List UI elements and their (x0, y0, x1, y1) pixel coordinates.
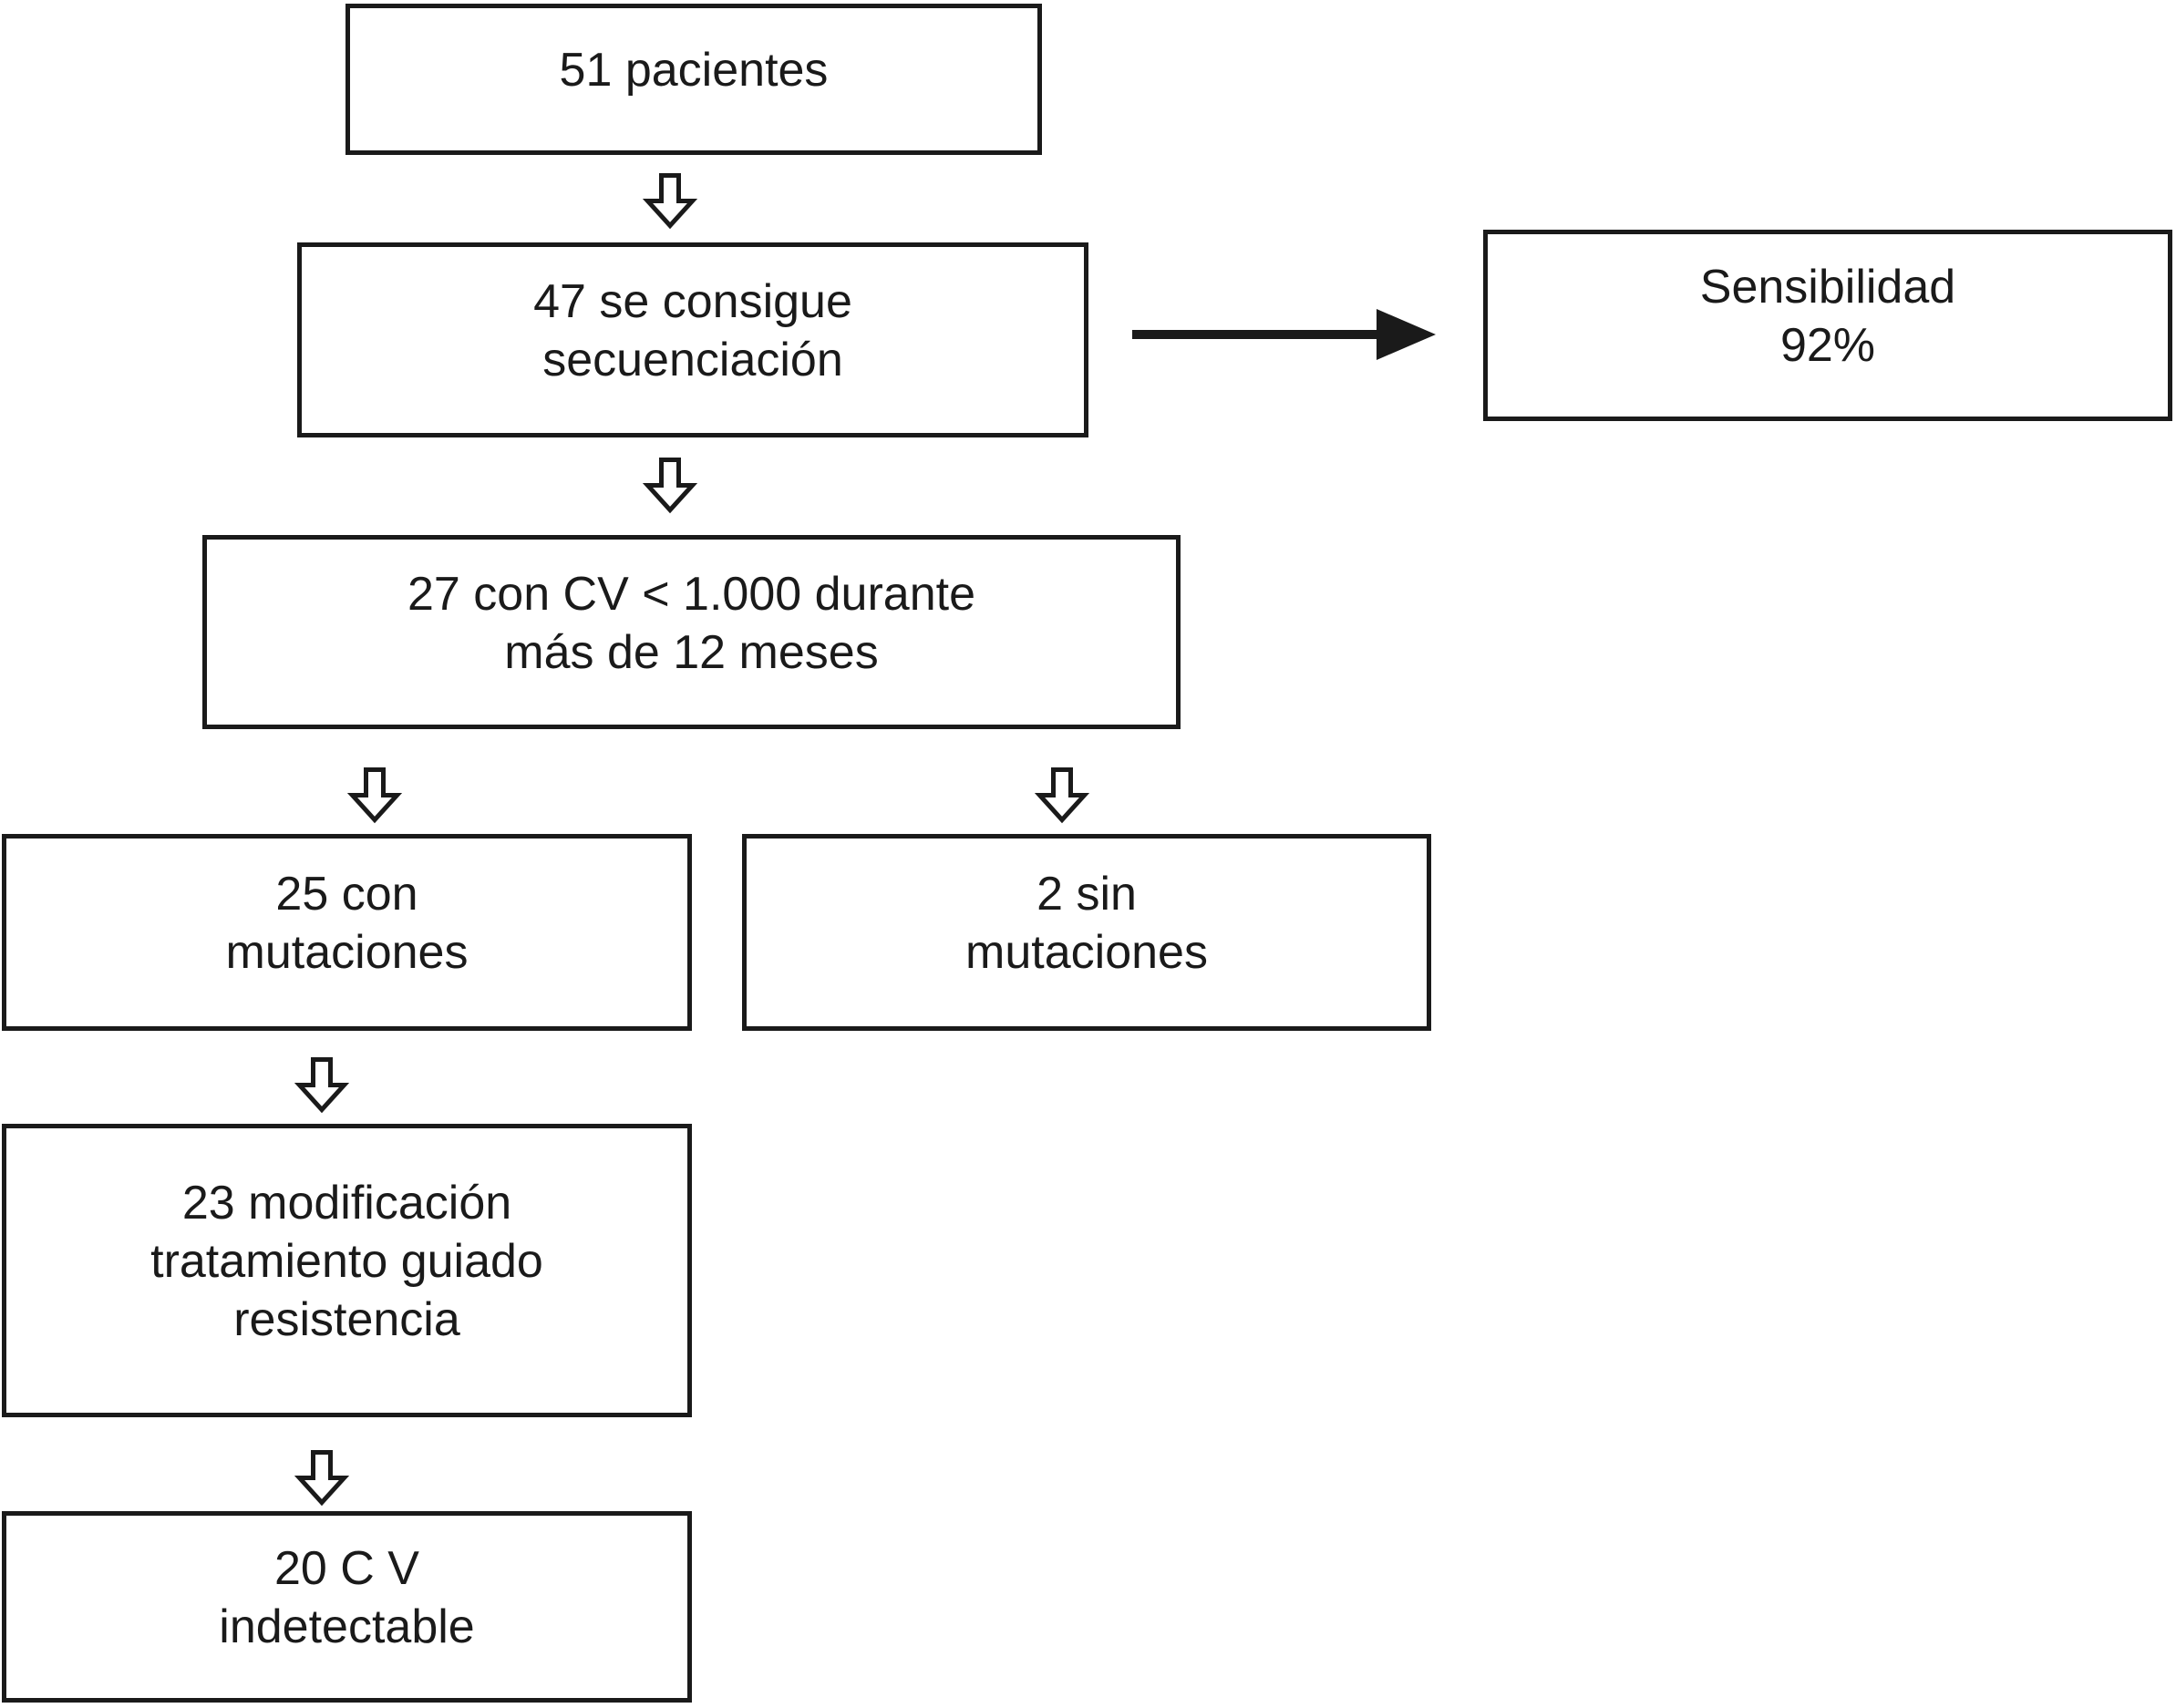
node-with-mutations: 25 con mutaciones (2, 834, 692, 1031)
node-cv-under-1000-line2: más de 12 meses (504, 625, 879, 679)
node-sequenced: 47 se consigue secuenciación (297, 242, 1088, 437)
node-no-mutations-line1: 2 sin (1036, 868, 1137, 921)
node-sensitivity: Sensibilidad 92% (1483, 230, 2172, 421)
down-arrow-icon (643, 458, 697, 514)
node-cv-undetectable-line1: 20 C V (274, 1542, 419, 1595)
down-arrow-icon (347, 767, 402, 824)
node-cv-under-1000-line1: 27 con CV < 1.000 durante (407, 567, 975, 621)
node-no-mutations-line2: mutaciones (965, 926, 1208, 979)
right-arrow-icon (1132, 309, 1436, 360)
node-patients-label: 51 pacientes (559, 44, 829, 97)
node-sequenced-line1: 47 se consigue (533, 275, 852, 328)
down-arrow-icon (643, 173, 697, 230)
node-sequenced-line2: secuenciación (542, 334, 843, 386)
down-arrow-icon (1035, 767, 1089, 824)
node-no-mutations: 2 sin mutaciones (742, 834, 1431, 1031)
node-treatment-modification-line2: tratamiento guiado (150, 1235, 543, 1288)
node-sensitivity-line1: Sensibilidad (1699, 261, 1956, 314)
down-arrow-icon (294, 1057, 349, 1114)
node-sensitivity-line2: 92% (1779, 319, 1876, 372)
node-cv-undetectable: 20 C V indetectable (2, 1511, 692, 1703)
node-with-mutations-line1: 25 con (275, 868, 418, 921)
node-cv-under-1000: 27 con CV < 1.000 durante más de 12 mese… (202, 535, 1181, 729)
node-treatment-modification: 23 modificación tratamiento guiado resis… (2, 1124, 692, 1417)
node-with-mutations-line2: mutaciones (225, 926, 469, 979)
down-arrow-icon (294, 1450, 349, 1507)
node-patients: 51 pacientes (345, 4, 1042, 155)
node-treatment-modification-line1: 23 modificación (181, 1177, 512, 1230)
node-treatment-modification-line3: resistencia (233, 1293, 460, 1346)
node-cv-undetectable-line2: indetectable (219, 1600, 475, 1653)
